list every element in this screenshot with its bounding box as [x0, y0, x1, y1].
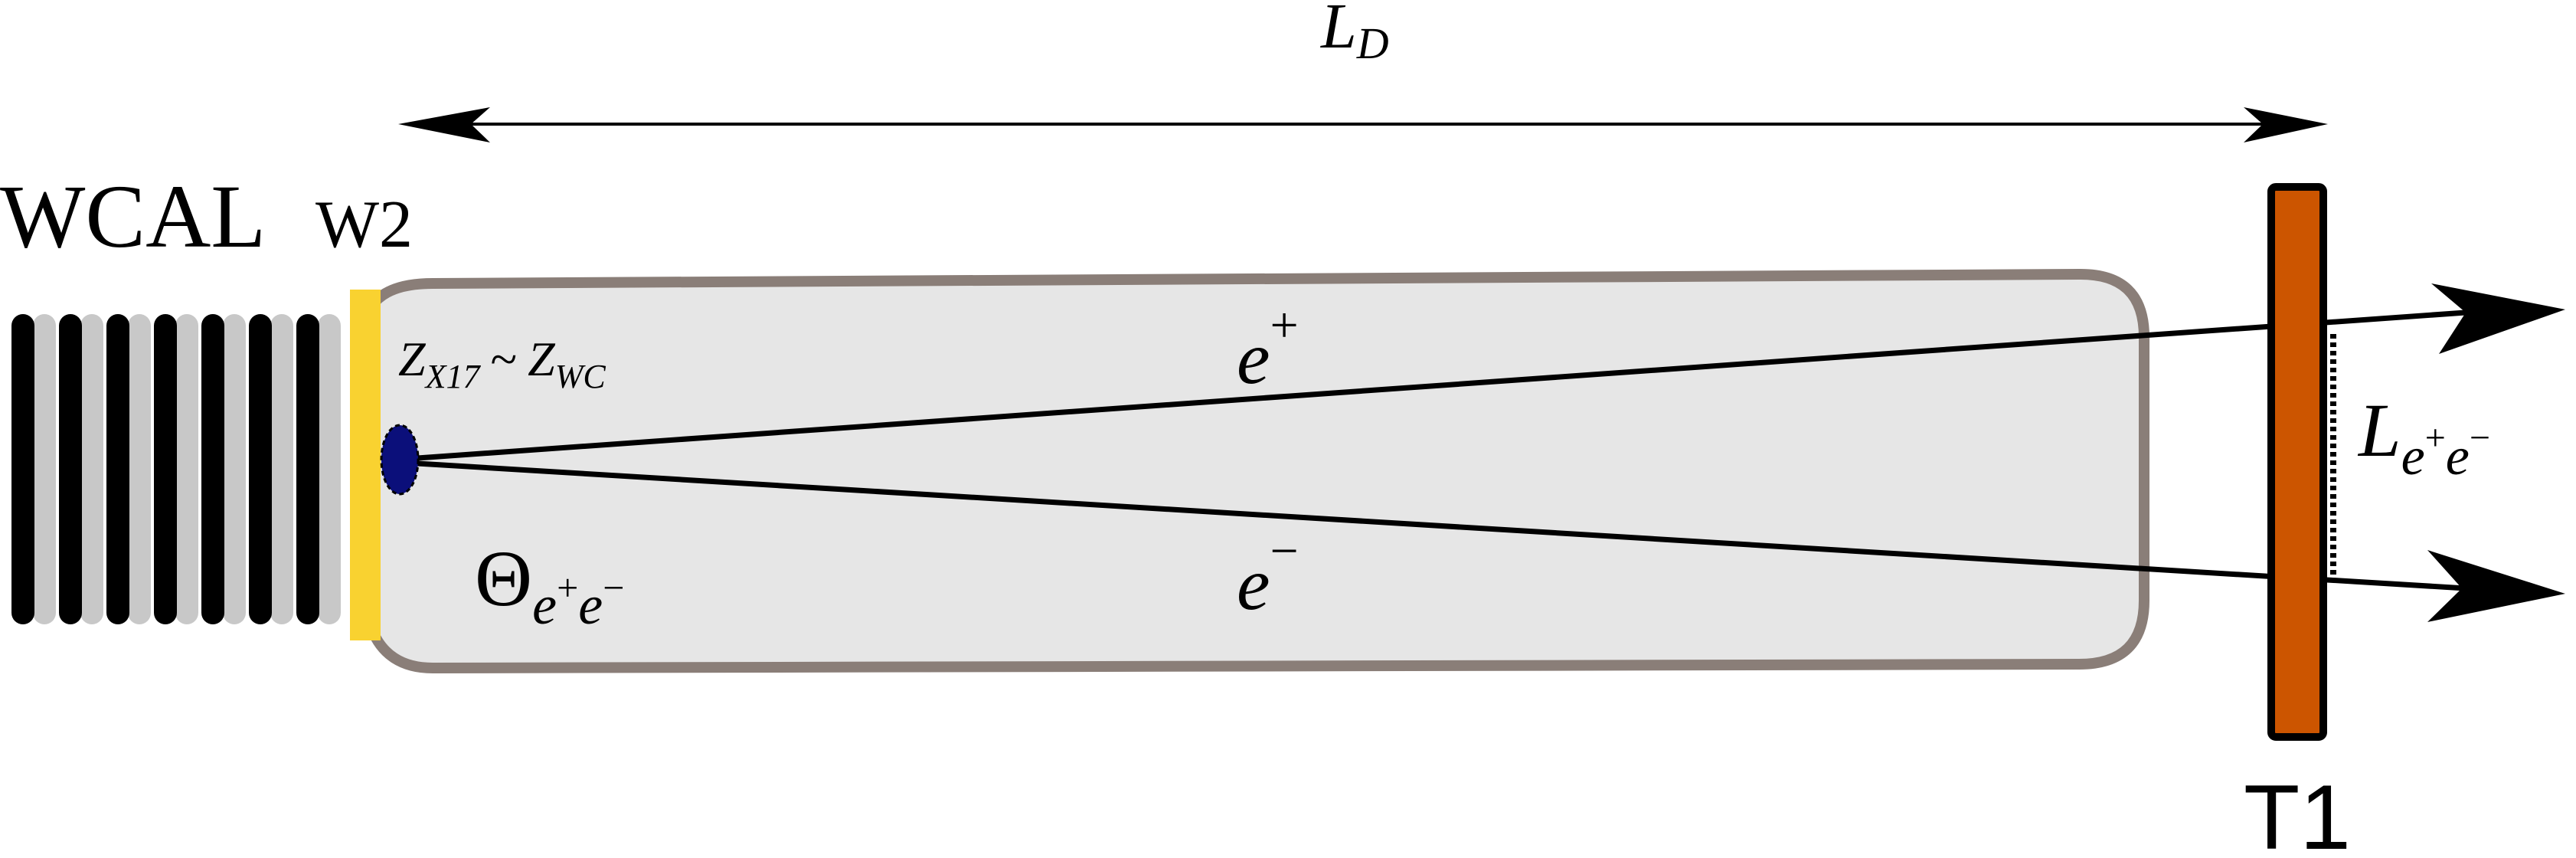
calorimeter-scintillator-plate	[296, 314, 319, 624]
calorimeter	[11, 314, 388, 624]
electron-track	[417, 460, 2466, 591]
tracker-label: T1	[2244, 766, 2351, 854]
calorimeter-scintillator-plate	[201, 314, 224, 624]
calorimeter-absorber-plate	[223, 314, 246, 624]
calorimeter-absorber-plate	[318, 314, 341, 624]
calorimeter-absorber-plate	[80, 314, 103, 624]
distance-dimension: LD	[398, 0, 2328, 142]
distance-arrow-right	[2244, 107, 2328, 142]
positron-track	[417, 309, 2466, 461]
layer-label: W2	[315, 188, 413, 262]
distance-label: LD	[1320, 0, 1389, 68]
calorimeter-scintillator-plate	[249, 314, 272, 624]
distance-arrow-left	[398, 107, 490, 142]
separation-label: Le+e−	[2357, 388, 2490, 486]
calorimeter-scintillator-plate	[106, 314, 129, 624]
decay-vertex	[380, 424, 420, 496]
electron-arrowhead	[2427, 550, 2565, 622]
tracks	[417, 283, 2565, 622]
calorimeter-scintillator-plate	[11, 314, 34, 624]
calorimeter-absorber-plate	[270, 314, 293, 624]
calorimeter-absorber-plate	[128, 314, 151, 624]
calorimeter-scintillator-plate	[59, 314, 82, 624]
calorimeter-scintillator-plate	[154, 314, 177, 624]
w2-layer	[350, 290, 381, 640]
positron-arrowhead	[2431, 283, 2565, 354]
calorimeter-absorber-plate	[175, 314, 198, 624]
calorimeter-absorber-plate	[33, 314, 56, 624]
tracker-t1	[2267, 183, 2327, 741]
positron-label: e+	[1237, 297, 1299, 400]
vertex-label: ZX17~ZWC	[398, 332, 606, 395]
electron-label: e−	[1237, 523, 1299, 626]
calorimeter-label: WCAL	[0, 166, 266, 267]
opening-angle-label: Θe+e−	[475, 535, 624, 636]
